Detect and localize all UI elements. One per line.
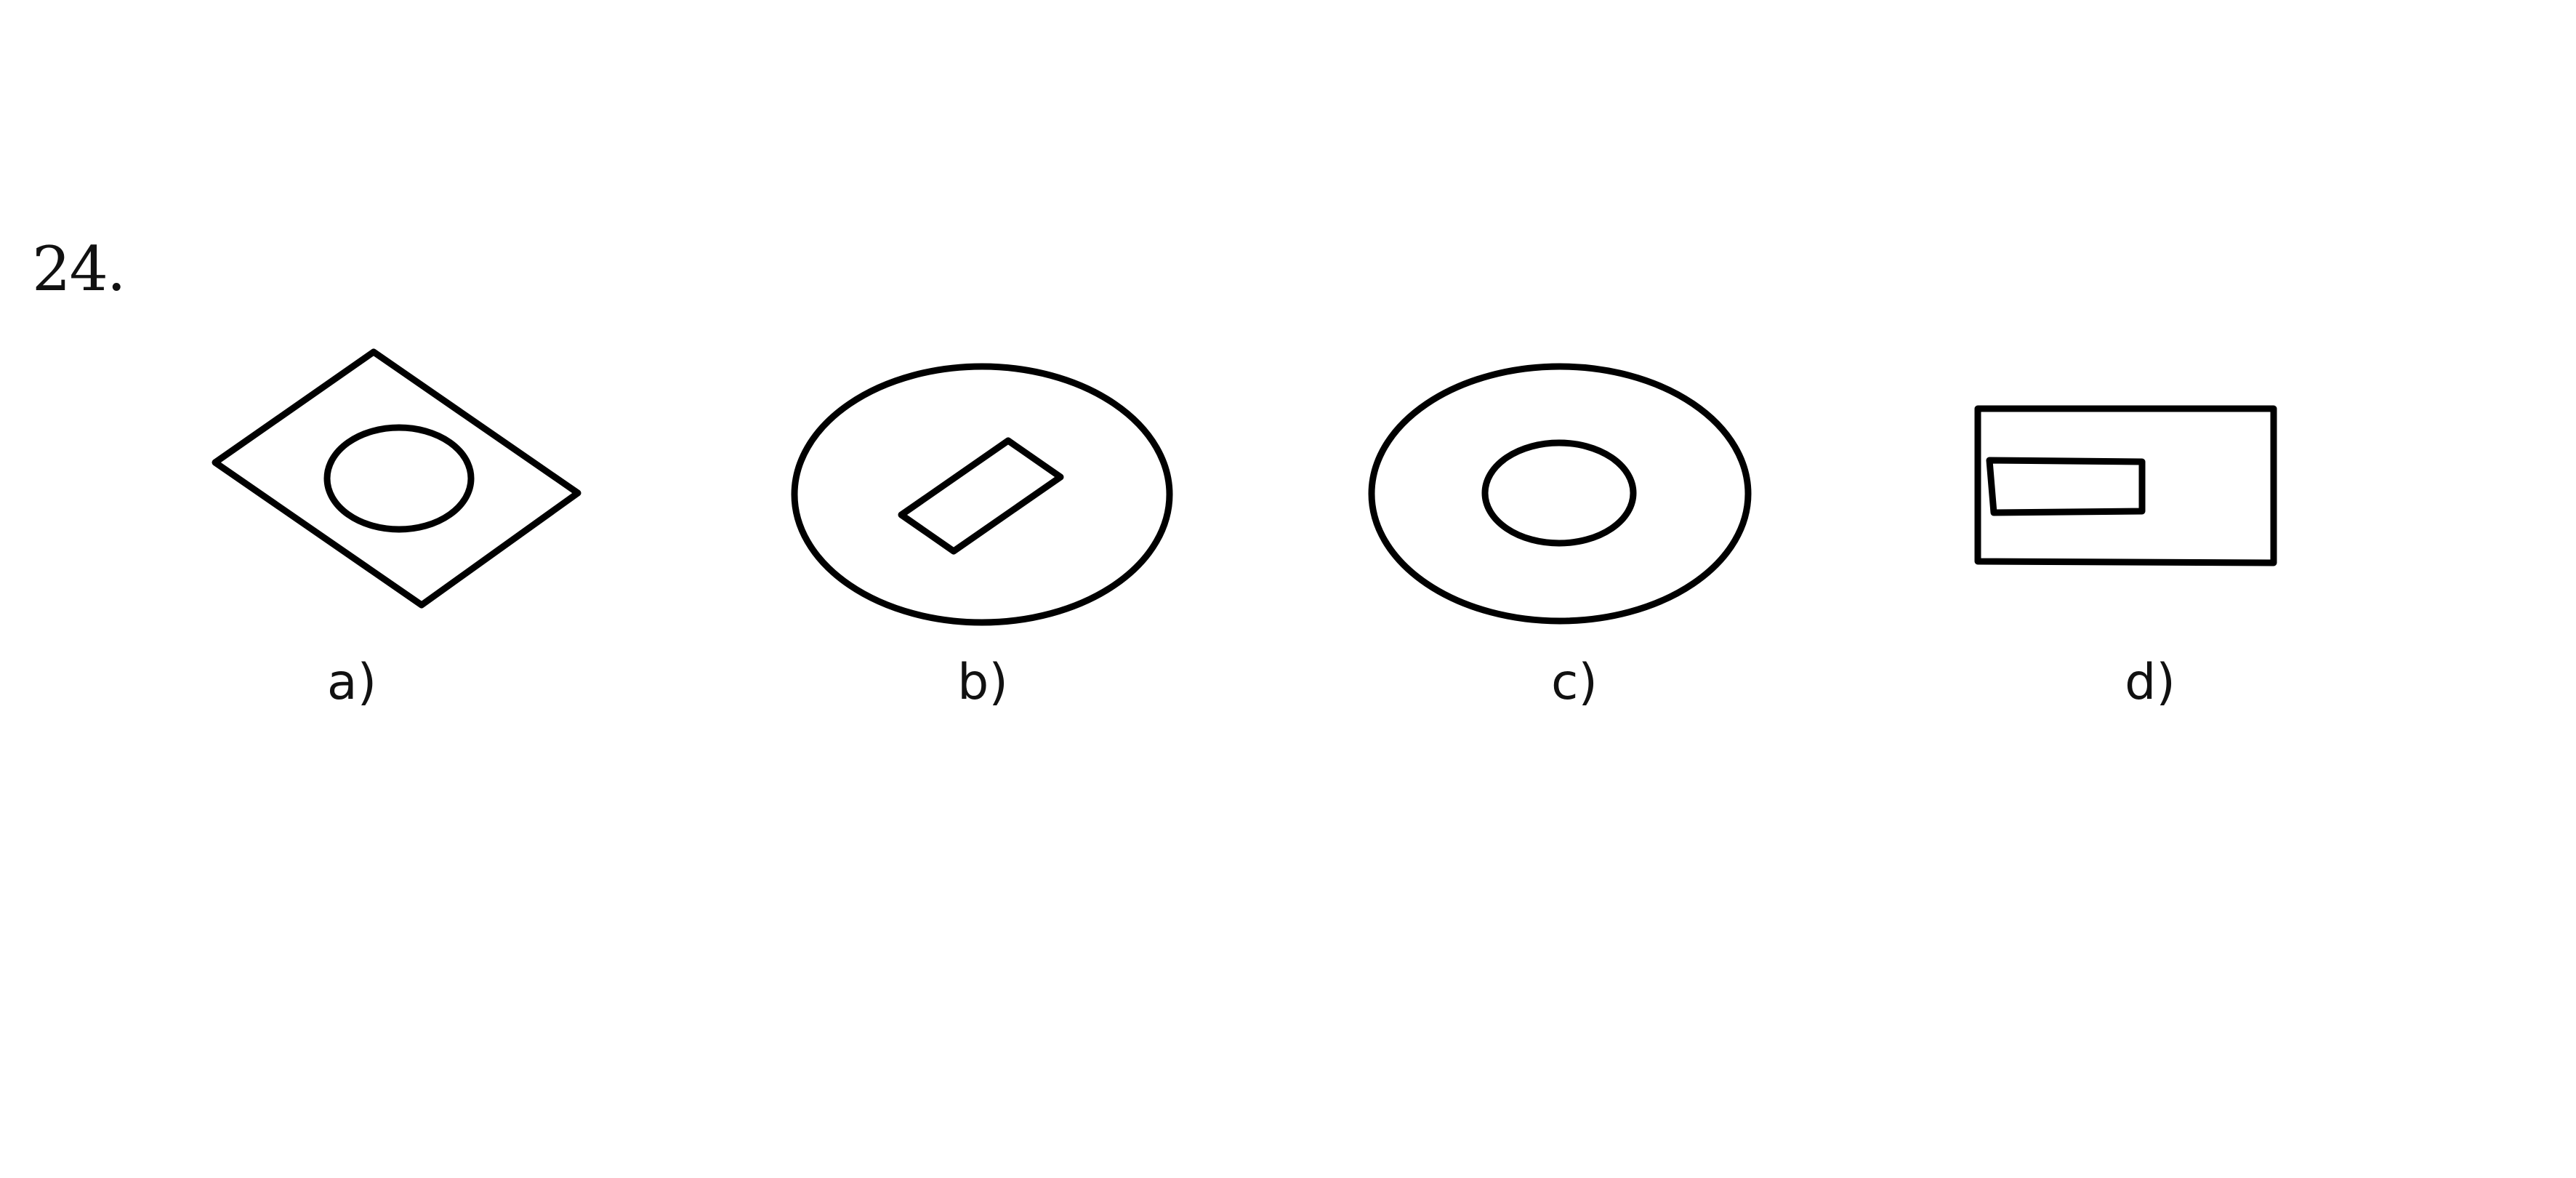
option-c-inner-ellipse xyxy=(1481,439,1637,547)
option-b-outer-ellipse xyxy=(791,363,1173,626)
option-d-inner-rectangle xyxy=(1986,457,2146,516)
option-d-label: d) xyxy=(2125,654,2175,711)
option-c-outer-ellipse xyxy=(1368,363,1752,625)
option-b-inner-rectangle xyxy=(898,437,1064,555)
option-d-figure xyxy=(1974,405,2277,566)
option-a-figure xyxy=(212,348,581,609)
option-b-figure xyxy=(791,363,1173,626)
option-c-label: c) xyxy=(1551,654,1598,711)
option-a-label: a) xyxy=(326,654,377,711)
question-number: 24. xyxy=(32,233,126,305)
option-c-figure xyxy=(1368,363,1752,625)
option-a-inner-ellipse xyxy=(323,424,475,533)
option-d-outer-rectangle xyxy=(1974,405,2277,566)
option-b-label: b) xyxy=(957,654,1008,711)
option-a-outer-rhombus xyxy=(212,348,581,609)
